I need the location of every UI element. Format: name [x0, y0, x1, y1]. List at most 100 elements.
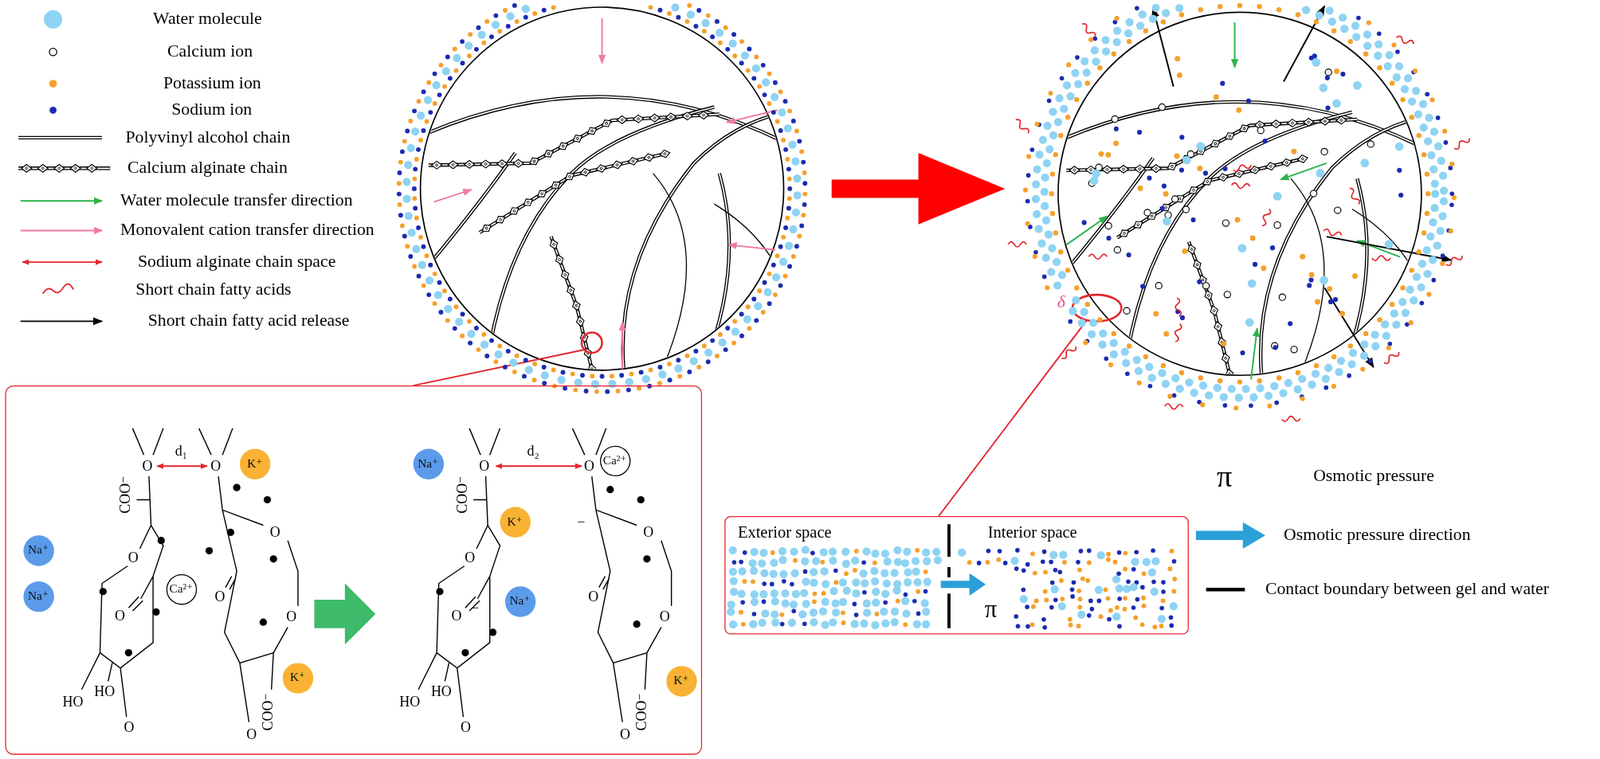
- drawing-circle: [763, 288, 772, 297]
- drawing-circle: [474, 325, 479, 331]
- drawing-circle: [1136, 21, 1145, 30]
- drawing-circle: [1376, 317, 1382, 322]
- drawing-circle: [1053, 597, 1059, 603]
- drawing-circle: [1140, 585, 1146, 591]
- drawing-circle: [1409, 296, 1418, 305]
- drawing-circle: [620, 118, 624, 122]
- drawing-circle: [642, 375, 651, 384]
- drawing-circle: [41, 167, 44, 170]
- drawing-circle: [1431, 278, 1436, 283]
- drawing-circle: [1176, 72, 1183, 79]
- drawing-circle: [1325, 69, 1332, 76]
- drawing-circle: [883, 557, 892, 566]
- drawing-circle: [1400, 97, 1405, 102]
- drawing-path: [1059, 345, 1078, 361]
- drawing-circle: [1331, 27, 1337, 33]
- drawing-circle: [1085, 301, 1091, 307]
- drawing-circle: [1047, 90, 1053, 96]
- chem-label: O: [210, 458, 221, 475]
- drawing-circle: [1062, 560, 1067, 565]
- drawing-line: [20, 320, 102, 322]
- drawing-circle: [819, 560, 825, 565]
- drawing-circle: [427, 262, 433, 268]
- drawing-circle: [1356, 15, 1361, 21]
- drawing-circle: [666, 11, 672, 16]
- drawing-circle: [902, 548, 911, 557]
- drawing-circle: [1374, 40, 1383, 49]
- drawing-circle: [432, 271, 438, 277]
- drawing-circle: [1290, 149, 1297, 155]
- drawing-circle: [639, 369, 644, 375]
- drawing-circle: [1152, 311, 1159, 318]
- ion-label: Ca²⁺: [168, 582, 193, 597]
- drawing-circle: [1053, 568, 1059, 573]
- legend-swatch: [49, 79, 58, 88]
- drawing-circle: [407, 118, 413, 124]
- drawing-circle: [750, 579, 756, 585]
- drawing-circle: [1098, 329, 1107, 338]
- drawing-polygon: [313, 584, 376, 646]
- drawing-circle: [912, 599, 918, 604]
- drawing-circle: [637, 117, 640, 121]
- drawing-circle: [843, 586, 851, 595]
- drawing-circle: [1347, 360, 1356, 369]
- drawing-circle: [1074, 54, 1080, 60]
- drawing-circle: [819, 567, 828, 576]
- drawing-circle: [738, 560, 744, 565]
- drawing-circle: [1301, 5, 1310, 14]
- drawing-path: [428, 96, 786, 143]
- drawing-circle: [1157, 615, 1166, 624]
- drawing-circle: [1333, 297, 1338, 302]
- drawing-circle: [1428, 218, 1437, 227]
- drawing-circle: [1021, 568, 1027, 574]
- drawing-circle: [484, 353, 490, 359]
- drawing-circle: [1169, 602, 1178, 611]
- drawing-circle: [903, 568, 912, 577]
- drawing-circle: [1043, 569, 1048, 575]
- drawing-g: [579, 167, 592, 177]
- drawing-circle: [915, 589, 921, 595]
- drawing-circle: [1324, 364, 1333, 373]
- drawing-circle: [780, 622, 785, 628]
- drawing-circle: [1414, 109, 1423, 118]
- drawing-circle: [1134, 367, 1143, 376]
- drawing-circle: [1074, 79, 1083, 88]
- drawing-circle: [1067, 617, 1073, 623]
- ion-circle: K⁺: [239, 448, 270, 479]
- drawing-circle: [787, 264, 793, 270]
- drawing-circle: [1159, 206, 1165, 212]
- drawing-circle: [794, 243, 800, 249]
- drawing-circle: [575, 304, 579, 308]
- drawing-circle: [1062, 81, 1071, 90]
- drawing-circle: [809, 608, 818, 617]
- drawing-circle: [1276, 7, 1282, 12]
- drawing-circle: [1123, 307, 1130, 314]
- drawing-circle: [742, 579, 748, 585]
- drawing-circle: [1235, 217, 1241, 224]
- legend-label: Sodium ion: [171, 100, 252, 120]
- drawing-circle: [879, 607, 888, 616]
- drawing-circle: [653, 117, 656, 120]
- drawing-circle: [562, 386, 568, 392]
- drawing-circle: [643, 555, 651, 563]
- drawing-circle: [581, 332, 603, 353]
- drawing-circle: [1424, 171, 1430, 177]
- drawing-circle: [1389, 80, 1395, 86]
- drawing-circle: [1047, 267, 1055, 276]
- drawing-circle: [1180, 315, 1185, 321]
- drawing-circle: [753, 54, 759, 60]
- drawing-circle: [1146, 176, 1152, 181]
- drawing-circle: [1058, 11, 1422, 376]
- chem-label: −: [576, 513, 585, 530]
- drawing-line: [728, 244, 776, 250]
- drawing-circle: [1172, 393, 1177, 399]
- ion-label: K⁺: [673, 674, 689, 688]
- ion-label: Na⁺: [27, 543, 49, 557]
- drawing-circle: [1053, 281, 1062, 290]
- drawing-circle: [1309, 190, 1317, 197]
- drawing-circle: [821, 591, 827, 597]
- drawing-circle: [1418, 259, 1427, 268]
- drawing-path: [549, 179, 563, 192]
- drawing-circle: [1086, 549, 1092, 554]
- drawing-g: [563, 170, 577, 183]
